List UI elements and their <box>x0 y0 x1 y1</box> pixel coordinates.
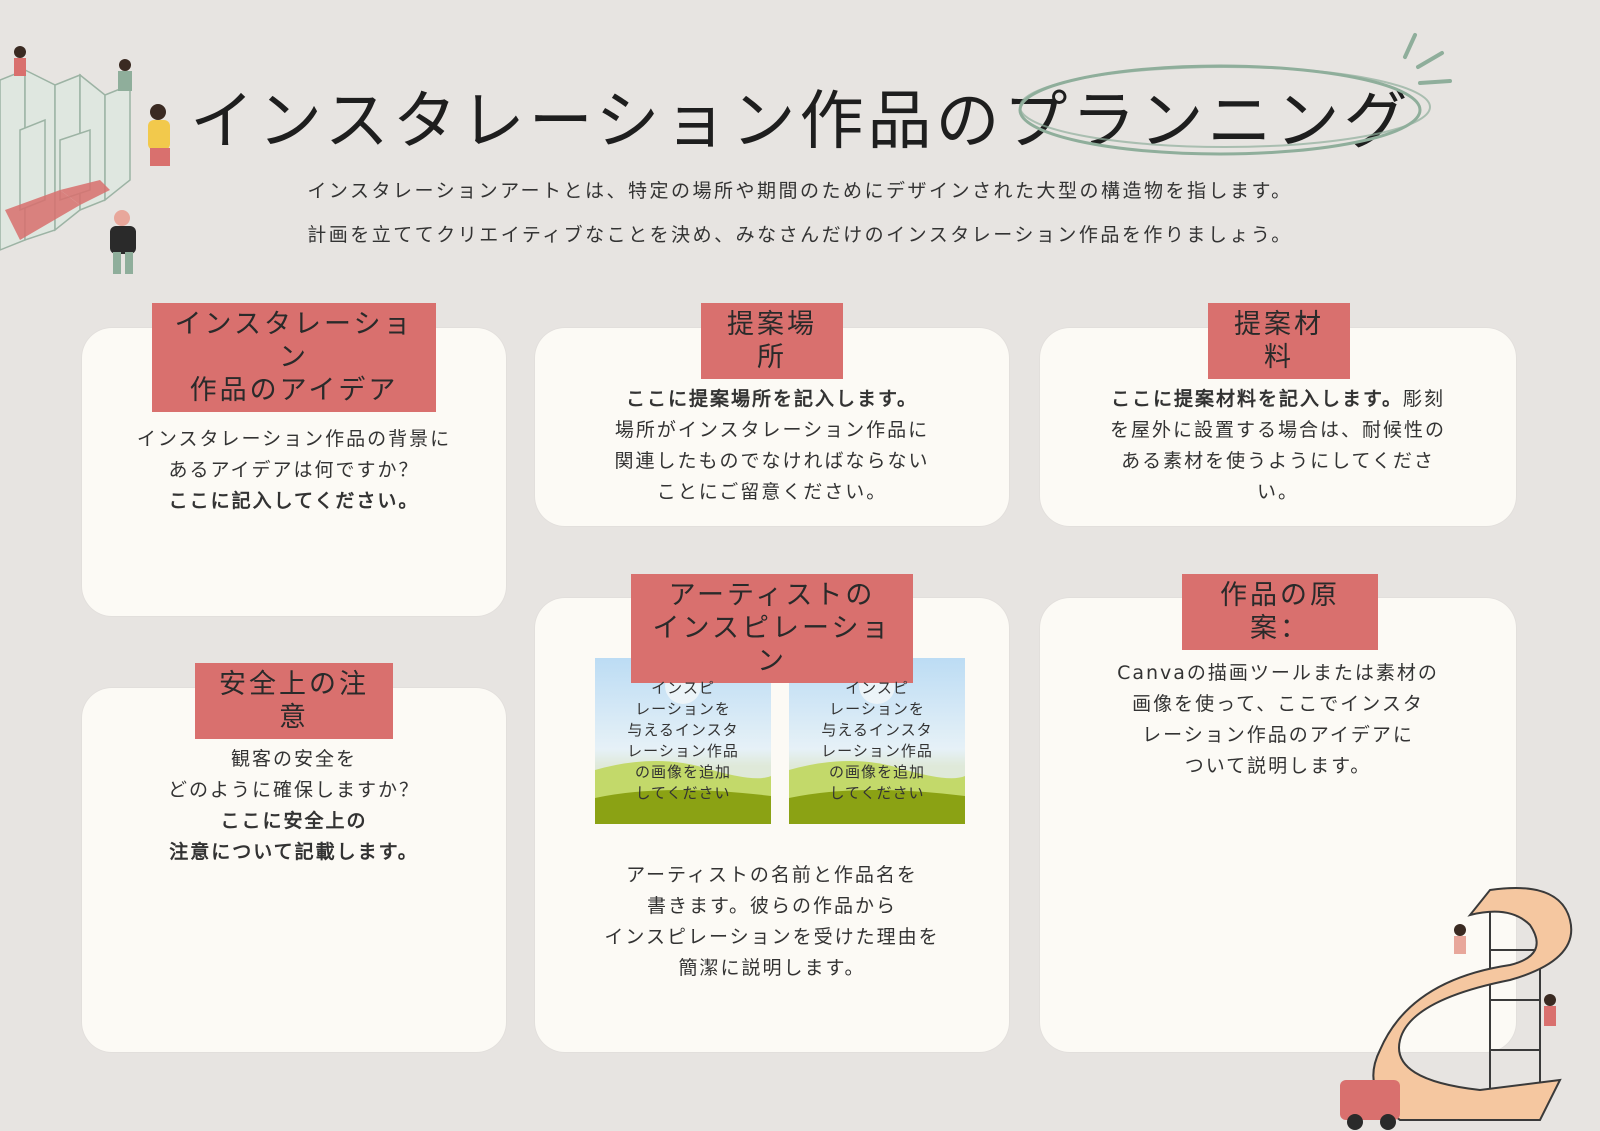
draft-label: 作品の原案： <box>1182 574 1378 650</box>
inspiration-label-line1: アーティストの <box>668 580 876 611</box>
location-text-line1: ここに提案場所を記入します。 <box>625 388 919 410</box>
safety-text-line2: どのように確保しますか？ <box>167 779 420 801</box>
inspiration-image-placeholder-2[interactable]: インスピ レーションを 与えるインスタ レーション作品 の画像を追加 してくださ… <box>789 658 965 824</box>
location-text-line2: 場所がインスタレーション作品に <box>614 419 930 441</box>
location-text-line4: ことにご留意ください。 <box>656 481 888 503</box>
placeholder2-line2: レーションを <box>829 700 925 718</box>
inspiration-text-line2: 書きます。彼らの作品から <box>646 895 898 917</box>
intro-text-line1: インスタレーションアートとは、特定の場所や期間のためにデザインされた大型の構造物… <box>307 180 1293 202</box>
materials-text-line4: い。 <box>1256 481 1299 503</box>
materials-text-line1b: 彫刻 <box>1403 388 1446 410</box>
draft-card: Canvaの描画ツールまたは素材の 画像を使って、ここでインスタ レーション作品… <box>1040 598 1516 1052</box>
materials-text-line1a: ここに提案材料を記入します。 <box>1110 388 1404 410</box>
placeholder2-line3: 与えるインスタ <box>821 721 933 739</box>
materials-text-line3: ある素材を使うようにしてくださ <box>1121 450 1435 472</box>
placeholder2-line5: の画像を追加 <box>828 763 925 781</box>
draft-text-line4: ついて説明します。 <box>1184 755 1372 777</box>
safety-text-line4: 注意について記載します。 <box>169 841 419 863</box>
placeholder2-line1: インスピ <box>845 679 909 697</box>
draft-text-line1: Canvaの描画ツールまたは素材の <box>1117 662 1439 684</box>
idea-label: インスタレーション 作品のアイデア <box>152 303 436 412</box>
inspiration-label-line2: インスピレーション <box>652 613 892 677</box>
inspiration-card: インスピ レーションを 与えるインスタ レーション作品 の画像を追加 してくださ… <box>535 598 1009 1052</box>
materials-text-line2: を屋外に設置する場合は、耐候性の <box>1109 419 1446 441</box>
placeholder1-line3: 与えるインスタ <box>627 721 739 739</box>
placeholder2-line4: レーション作品 <box>821 742 933 760</box>
inspiration-text-line3: インスピレーションを受けた理由を <box>604 926 940 948</box>
safety-card: 観客の安全を どのように確保しますか？ ここに安全上の 注意について記載します。 <box>82 688 506 1052</box>
landscape-placeholder-icon <box>789 668 965 824</box>
landscape-placeholder-icon <box>595 668 771 824</box>
maze-illustration-icon <box>0 46 170 274</box>
placeholder1-line5: の画像を追加 <box>634 763 731 781</box>
page-title: インスタレーション作品のプランニング <box>190 85 1412 159</box>
location-text-line3: 関連したものでなければならない <box>614 450 930 472</box>
materials-label: 提案材料 <box>1208 303 1350 379</box>
idea-text-line1: インスタレーション作品の背景に <box>136 428 452 450</box>
idea-label-line1: インスタレーション <box>174 309 414 373</box>
inspiration-text-line1: アーティストの名前と作品名を <box>626 864 918 886</box>
inspiration-text-line4: 簡潔に説明します。 <box>678 957 866 979</box>
safety-text-line3: ここに安全上の <box>220 810 368 832</box>
inspiration-label: アーティストの インスピレーション <box>631 574 913 683</box>
idea-text-line2: あるアイデアは何ですか？ <box>168 459 420 481</box>
placeholder2-line6: してください <box>829 784 925 802</box>
placeholder1-line1: インスピ <box>651 679 715 697</box>
draft-text-line2: 画像を使って、ここでインスタ <box>1132 693 1424 715</box>
placeholder1-line6: してください <box>635 784 731 802</box>
placeholder1-line4: レーション作品 <box>627 742 739 760</box>
idea-text-line3: ここに記入してください。 <box>168 490 420 512</box>
safety-label: 安全上の注意 <box>195 663 393 739</box>
intro-text-line2: 計画を立ててクリエイティブなことを決め、みなさんだけのインスタレーション作品を作… <box>307 224 1293 246</box>
idea-label-line2: 作品のアイデア <box>189 375 399 406</box>
location-label: 提案場所 <box>701 303 843 379</box>
placeholder1-line2: レーションを <box>635 700 731 718</box>
safety-text-line1: 観客の安全を <box>230 748 357 770</box>
draft-text-line3: レーション作品のアイデアに <box>1142 724 1414 746</box>
inspiration-image-placeholder-1[interactable]: インスピ レーションを 与えるインスタ レーション作品 の画像を追加 してくださ… <box>595 658 771 824</box>
